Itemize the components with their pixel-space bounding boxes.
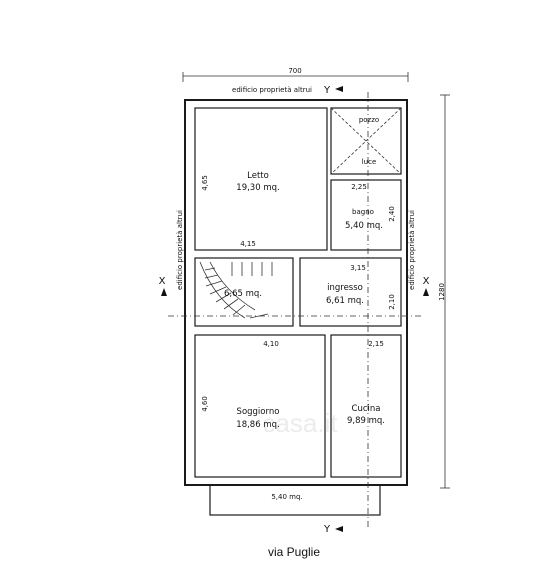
overall-width-label: 700 (288, 67, 301, 75)
dim-soggiorno-width: 4,10 (263, 340, 279, 348)
room-ingresso-area: 6,61 mq. (326, 296, 364, 306)
dim-pozzo-width: 2,25 (351, 183, 367, 191)
room-cucina-area: 9,89 mq. (347, 416, 385, 426)
room-ingresso-name: ingresso (327, 283, 363, 293)
overall-height-label: 1280 (438, 283, 446, 301)
room-scala-area: 6,65 mq. (224, 289, 262, 299)
dim-letto-width: 4,15 (240, 240, 256, 248)
cucina-walls (330, 334, 402, 478)
staircase (199, 261, 273, 319)
watermark: casa.it (262, 408, 338, 438)
axis-x-left-arrow (161, 288, 167, 296)
room-bagno-area: 5,40 mq. (345, 221, 383, 231)
bagno-walls (330, 179, 402, 251)
room-luce-name: luce (362, 158, 377, 166)
axis-x-left-label: X (159, 276, 166, 287)
soggiorno-walls (194, 334, 326, 478)
room-cucina-name: Cucina (352, 404, 381, 414)
top-neighbor-label: edificio proprietà altrui (232, 86, 312, 94)
dim-soggiorno-height: 4,60 (201, 396, 209, 412)
pozzo-luce-cross (330, 107, 402, 175)
dim-bagno-height: 2,40 (388, 206, 396, 222)
street-label: via Puglie (268, 545, 320, 559)
side-neighbor-left-label: edificio proprietà altrui (176, 210, 184, 290)
room-pozzo-name: pozzo (359, 116, 379, 124)
letto-walls (194, 107, 328, 251)
axis-x-right-arrow (423, 288, 429, 296)
overall-height-dimension: 1280 (438, 94, 450, 489)
axis-x-right-label: X (423, 276, 430, 287)
stair-walls (194, 257, 294, 327)
axis-y-top-label: Y (323, 85, 331, 96)
axis-y-top-arrow (335, 86, 343, 92)
dim-letto-height: 4,65 (201, 175, 209, 191)
axis-y-bottom-arrow (335, 526, 343, 532)
room-soggiorno-name: Soggiorno (237, 407, 280, 417)
room-letto-name: Letto (247, 171, 269, 181)
dim-ingresso-height: 2,10 (388, 294, 396, 310)
ingresso-walls (299, 257, 402, 327)
room-soggiorno-area: 18,86 mq. (236, 420, 279, 430)
dim-ingresso-width: 3,15 (350, 264, 366, 272)
room-bagno-name: bagno (352, 208, 374, 216)
dim-balcony: 5,40 mq. (271, 493, 302, 501)
room-letto-area: 19,30 mq. (236, 183, 279, 193)
axis-y-bottom-label: Y (323, 524, 331, 535)
overall-width-dimension: 700 (182, 67, 409, 82)
dim-cucina-width: 2,15 (368, 340, 384, 348)
side-neighbor-right-label: edificio proprietà altrui (408, 210, 416, 290)
pozzo-walls (330, 107, 402, 175)
balcony (209, 484, 381, 516)
